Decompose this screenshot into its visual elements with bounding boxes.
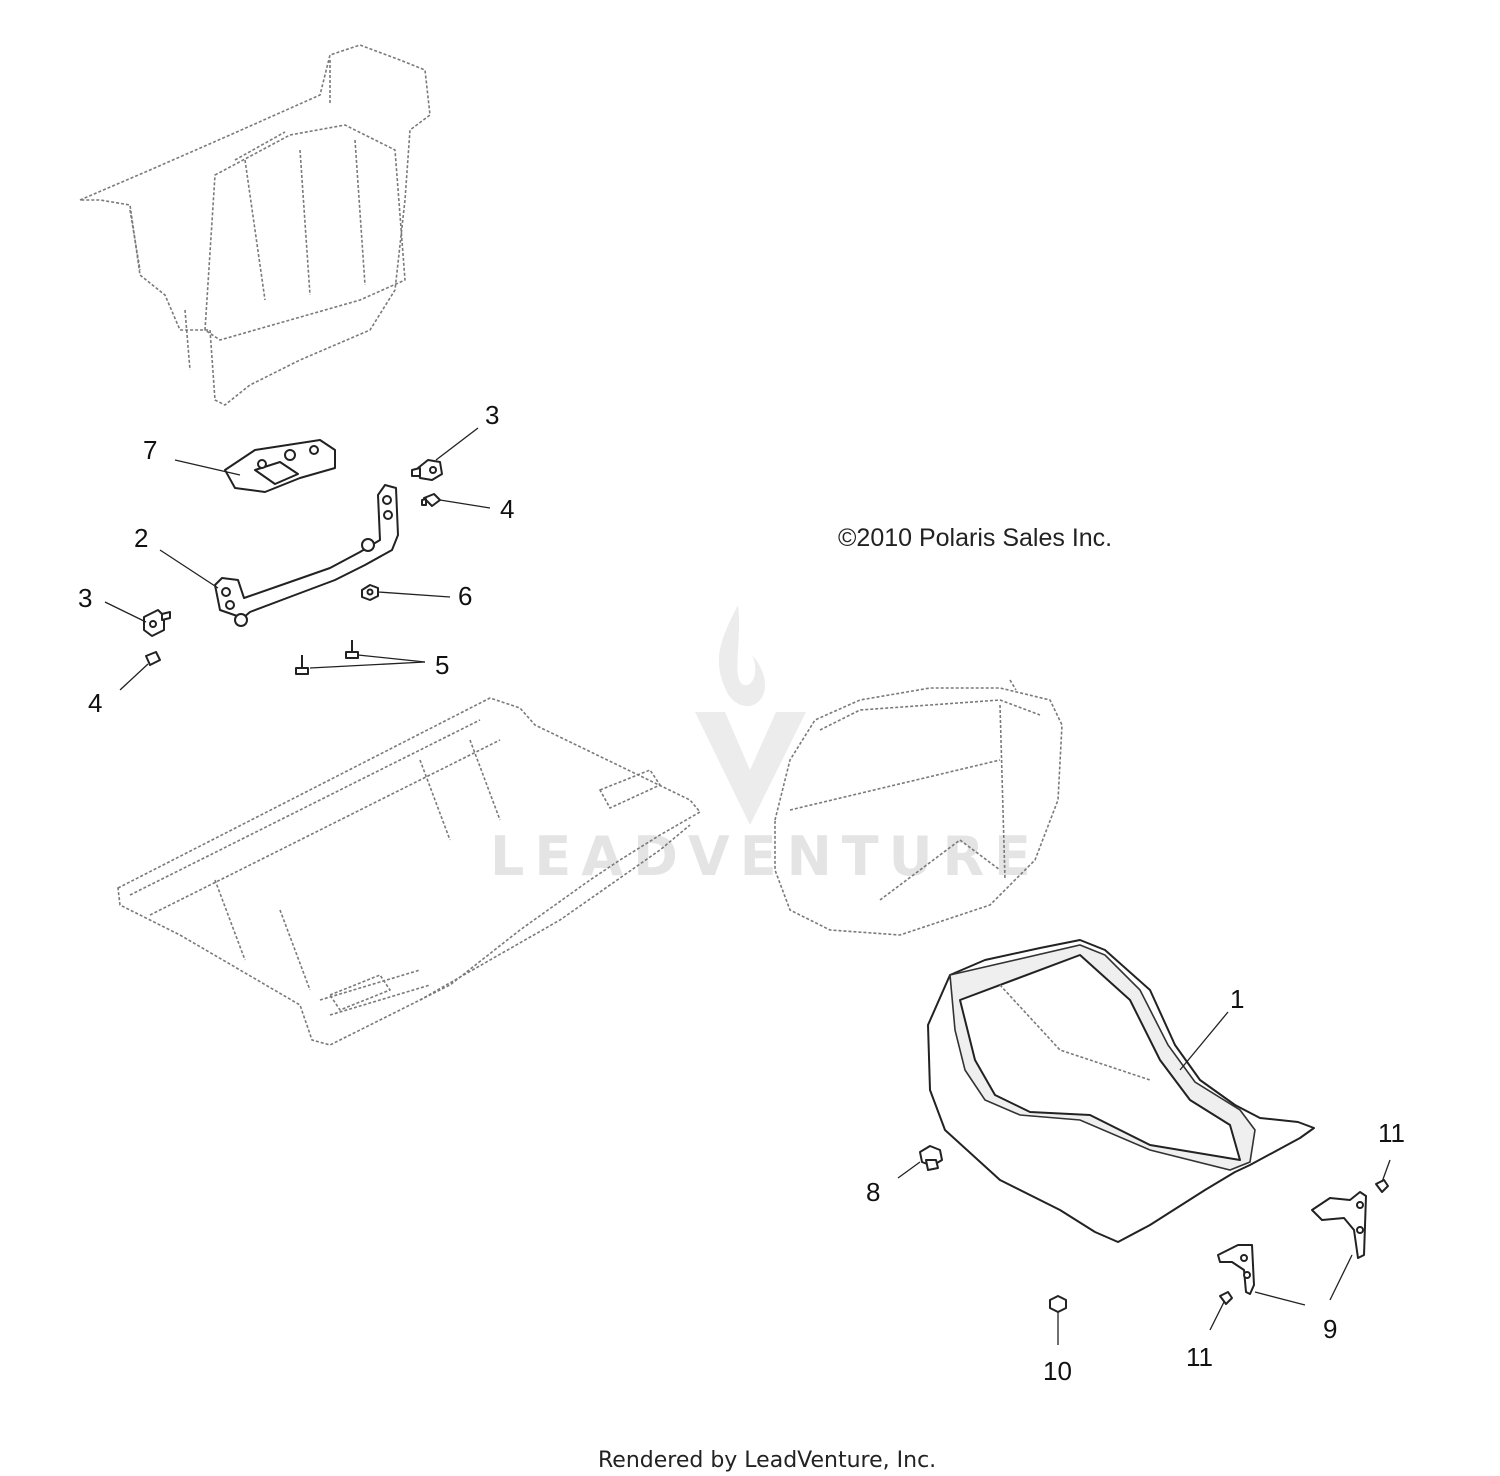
grommet-part-8: [919, 1145, 943, 1171]
leader-5b: [357, 654, 426, 663]
clip-part-3-upper: [411, 459, 443, 481]
seat-part-1: [927, 939, 1315, 1243]
callout-1: 1: [1230, 984, 1244, 1014]
bracket-part-9-right: [1311, 1191, 1367, 1259]
leader-11b: [1209, 1301, 1225, 1331]
clip-part-3-lower: [143, 609, 171, 637]
callout-7: 7: [143, 435, 157, 465]
leader-9a: [1254, 1291, 1306, 1306]
leader-7: [174, 459, 241, 476]
callout-4-upper: 4: [500, 494, 514, 524]
rear-seat-back-assembly: [79, 44, 431, 406]
callout-5: 5: [435, 650, 449, 680]
leader-4b: [119, 663, 149, 691]
seat-bracket-part-2: [214, 484, 399, 627]
spacer-part-10: [1049, 1295, 1067, 1313]
callout-11-lower: 11: [1186, 1342, 1213, 1372]
copyright-text: ©2010 Polaris Sales Inc.: [838, 524, 1112, 552]
leader-3b: [104, 601, 147, 623]
seat-base-frame: [117, 697, 701, 1046]
screw-part-4-upper: [421, 493, 441, 507]
footer-credit: Rendered by LeadVenture, Inc.: [598, 1448, 936, 1473]
callout-2: 2: [134, 523, 148, 553]
leader-4a: [439, 499, 491, 509]
callout-8: 8: [866, 1177, 880, 1207]
callout-10: 10: [1043, 1356, 1072, 1386]
bracket-part-9-left: [1217, 1244, 1255, 1295]
callout-11-upper: 11: [1378, 1118, 1405, 1148]
bolt-part-5-left: [295, 655, 309, 675]
callout-3-lower: 3: [78, 583, 92, 613]
leader-1: [1179, 1011, 1229, 1071]
callout-4-lower: 4: [88, 688, 102, 718]
screw-part-11-lower: [1219, 1291, 1233, 1305]
watermark-text: LEADVENTURE: [490, 825, 1041, 888]
leader-5a: [309, 661, 426, 669]
leader-2: [159, 549, 219, 589]
leader-11a: [1381, 1159, 1391, 1183]
latch-part-7: [224, 439, 336, 493]
leader-3a: [435, 427, 479, 461]
leader-9b: [1329, 1254, 1353, 1301]
leader-6: [377, 591, 451, 598]
watermark-logo-icon: [695, 605, 806, 825]
callout-6: 6: [458, 581, 472, 611]
callout-3-upper: 3: [485, 400, 499, 430]
bolt-part-5-right: [345, 640, 359, 659]
leader-8: [897, 1161, 921, 1179]
screw-part-4-lower: [145, 651, 161, 666]
rear-seat-cushion-shell: [774, 679, 1063, 936]
callout-9: 9: [1323, 1314, 1337, 1344]
screw-part-11-upper: [1375, 1179, 1389, 1193]
nut-part-6: [361, 584, 379, 601]
